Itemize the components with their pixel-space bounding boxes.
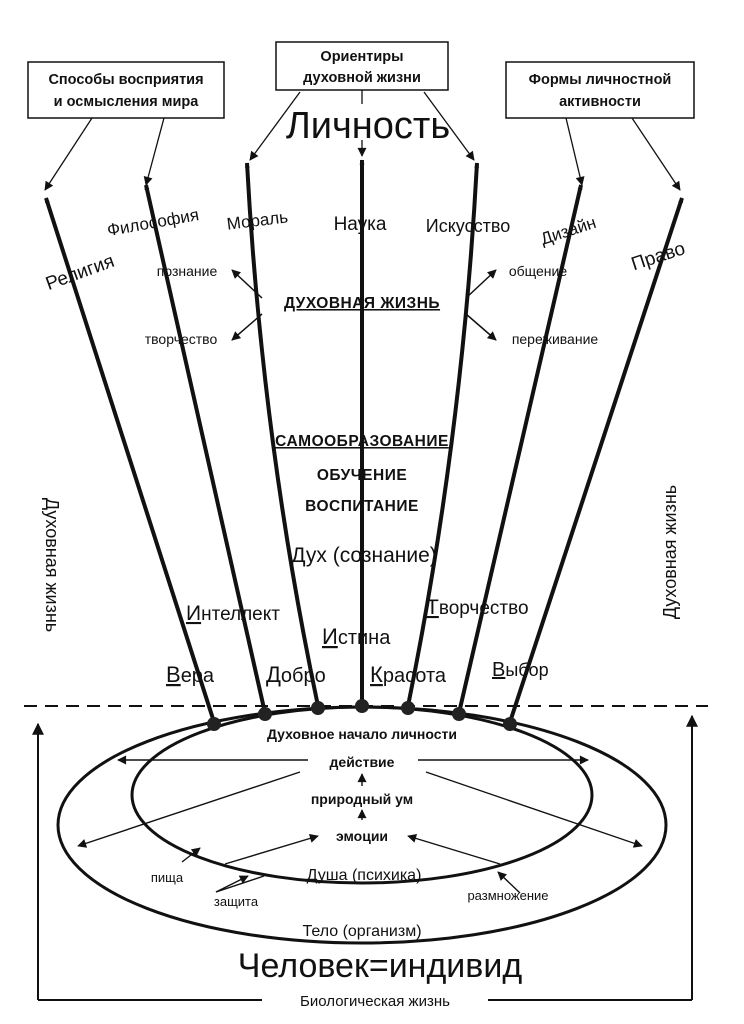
box-connectors (44, 90, 681, 191)
label-cognition: познание (157, 263, 218, 279)
side-label-right: Духовная жизнь (660, 485, 680, 619)
label-morality: Мораль (226, 207, 289, 233)
orientations-box-line1: Ориентиры (320, 49, 403, 65)
arrow-art (406, 162, 480, 707)
value-choice: Выбор (492, 659, 549, 681)
label-creativity: творчество (145, 331, 218, 347)
biological-frame (32, 714, 698, 1001)
value-beauty-rest: расота (383, 665, 447, 687)
spiritual-life-center: ДУХОВНАЯ ЖИЗНЬ (284, 295, 440, 312)
activity-box-line2: активности (559, 94, 641, 110)
label-protection: защита (214, 894, 259, 909)
perception-box: Способы восприятия и осмысления мира (27, 61, 225, 119)
label-art: Искусство (426, 216, 510, 236)
main-arrows (44, 159, 684, 723)
arrow-morality (244, 162, 320, 707)
value-good: Добро (266, 662, 326, 687)
value-beauty: Красота (370, 662, 447, 687)
arrow-philosophy (144, 184, 267, 714)
value-creation-rest: ворчество (439, 598, 529, 619)
label-religion: Религия (43, 251, 117, 295)
label-upbringing: ВОСПИТАНИЕ (305, 498, 419, 515)
label-self-education: САМООБРАЗОВАНИЕ (275, 433, 449, 450)
title-lichnost: Личность (286, 105, 450, 147)
side-label-left: Духовная жизнь (42, 498, 62, 632)
label-natural-mind: природный ум (311, 791, 413, 807)
label-soul: Душа (психика) (307, 867, 422, 884)
value-faith-rest: ера (181, 665, 215, 687)
activity-box: Формы личностной активности (505, 61, 695, 119)
value-intellect-initial: И (186, 602, 201, 625)
value-beauty-initial: К (370, 662, 383, 687)
arrow-religion (44, 197, 216, 723)
value-faith: Вера (166, 662, 215, 687)
label-emotions: эмоции (336, 828, 388, 844)
value-good-initial: Д (266, 662, 281, 687)
label-reproduction: размножение (467, 888, 548, 903)
value-good-rest: обро (281, 665, 326, 687)
connection-dots (207, 699, 517, 731)
value-intellect: Интеллект (186, 602, 280, 625)
label-learning: ОБУЧЕНИЕ (317, 467, 407, 484)
inner-arrows (77, 755, 643, 894)
perception-box-line2: и осмысления мира (54, 94, 200, 110)
value-faith-initial: В (166, 662, 181, 687)
label-action: действие (330, 754, 395, 770)
value-intellect-rest: нтеллект (201, 604, 280, 625)
value-choice-initial: В (492, 659, 505, 681)
label-spirit: Дух (сознание) (291, 544, 437, 567)
arrow-design (457, 184, 583, 714)
value-truth-rest: стина (338, 627, 391, 649)
title-individual: Человек=индивид (238, 947, 523, 985)
outer-ellipse-body (56, 705, 668, 945)
label-biological-life: Биологическая жизнь (300, 993, 450, 1010)
orientations-box-line2: духовной жизни (303, 70, 421, 86)
value-truth: Истина (322, 624, 391, 649)
value-choice-rest: ыбор (505, 660, 548, 680)
label-body: Тело (организм) (302, 923, 421, 940)
orientations-box: Ориентиры духовной жизни (275, 41, 449, 91)
value-creation: Творчество (426, 596, 529, 619)
perception-box-line1: Способы восприятия (48, 72, 203, 88)
value-truth-initial: И (322, 624, 338, 649)
value-creation-initial: Т (426, 596, 439, 619)
label-science: Наука (334, 214, 387, 235)
label-food: пища (151, 870, 184, 885)
aspect-arrows (231, 269, 497, 341)
label-spiritual-origin: Духовное начало личности (267, 726, 457, 742)
label-experience: переживание (512, 331, 599, 347)
activity-box-line1: Формы личностной (529, 72, 672, 88)
label-communication: общение (509, 263, 568, 279)
arrow-law (508, 197, 684, 723)
